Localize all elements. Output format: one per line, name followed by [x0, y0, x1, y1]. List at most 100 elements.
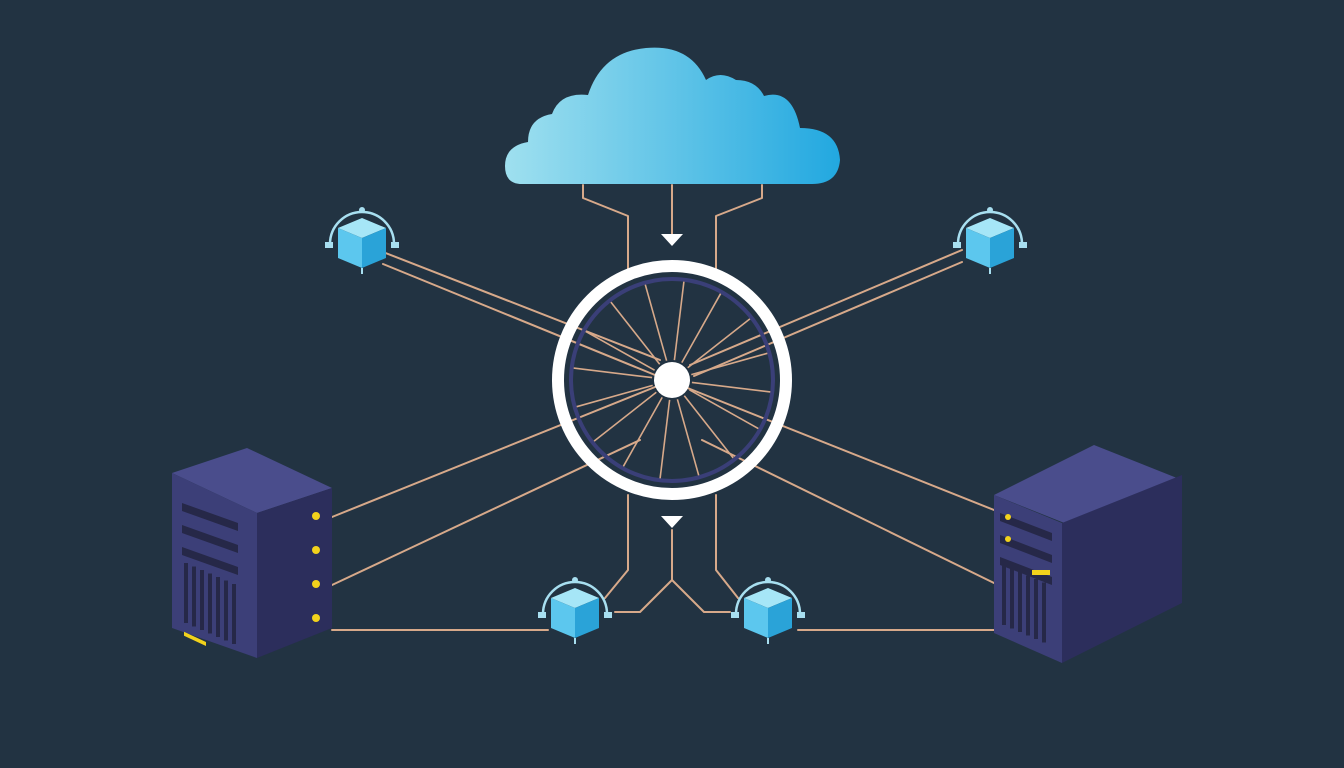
server-racks — [172, 445, 1182, 663]
hub-spoke — [691, 381, 771, 393]
direction-arrows — [661, 234, 683, 528]
server-led — [312, 614, 320, 622]
server-vent — [208, 573, 212, 634]
server-top — [172, 448, 332, 513]
server-indicator — [184, 631, 206, 647]
hub-spokes — [573, 281, 771, 479]
cube-right-face — [362, 228, 386, 268]
server-side — [1062, 475, 1182, 663]
hub-spoke — [681, 293, 722, 363]
hub-spoke — [676, 399, 700, 476]
edge-cube-top-left-hub-b — [382, 263, 656, 376]
server-led — [1005, 536, 1011, 542]
server-slot — [182, 503, 238, 531]
server-slot — [1000, 557, 1052, 585]
cube-halo-end-right — [1019, 242, 1027, 248]
wheel-hub-icon — [552, 260, 792, 500]
cube-node-icon — [538, 577, 612, 644]
cube-halo-end-left — [538, 612, 546, 618]
edge-hub-cube-bottom-right-b — [671, 579, 731, 613]
server-vent — [1034, 579, 1038, 639]
hub-ring-inner — [569, 277, 775, 483]
edge-hub-cube-bottom-left-b — [614, 529, 673, 613]
cube-left-face — [551, 598, 575, 638]
cube-halo-dot — [765, 577, 771, 583]
server-vent — [1042, 582, 1046, 643]
cube-right-face — [575, 598, 599, 638]
edge-cloud-hub-left — [582, 184, 629, 271]
server-vent — [192, 566, 196, 627]
cube-halo-end-left — [325, 242, 333, 248]
cube-left-face — [966, 228, 990, 268]
hub-spoke — [622, 397, 663, 467]
server-vent — [1026, 575, 1030, 636]
hub-spoke — [691, 352, 768, 376]
server-slot — [1000, 535, 1052, 563]
cube-node-icon — [953, 207, 1027, 274]
server-vent — [1002, 565, 1006, 625]
edge-hub-cube-bottom-right-a — [715, 494, 739, 599]
edge-cube-top-right-hub-a — [689, 249, 963, 366]
cube-halo-dot — [359, 207, 365, 213]
server-rack-icon — [994, 445, 1182, 663]
server-led — [312, 580, 320, 588]
cube-halo-end-right — [797, 612, 805, 618]
cube-left-face — [338, 228, 362, 268]
hub-spoke — [610, 301, 661, 365]
connection-wires — [331, 184, 995, 631]
cloud-shape — [505, 47, 840, 184]
server-vent — [200, 570, 204, 630]
server-vent — [184, 563, 188, 623]
hub-spoke — [573, 367, 653, 379]
hub-spoke — [687, 318, 751, 369]
cube-halo-dot — [987, 207, 993, 213]
cloud-icon — [505, 47, 840, 184]
arrow-down-icon — [661, 516, 683, 528]
cube-left-face — [744, 598, 768, 638]
server-vent — [224, 580, 228, 641]
edge-server-left-hub-a — [331, 382, 666, 518]
server-slot — [182, 547, 238, 575]
server-led — [312, 512, 320, 520]
server-vent — [232, 584, 236, 644]
cube-halo-end-left — [731, 612, 739, 618]
server-led — [312, 546, 320, 554]
server-indicator — [1032, 570, 1050, 575]
server-side — [257, 488, 332, 658]
cube-right-face — [768, 598, 792, 638]
hub-spoke — [659, 399, 671, 479]
server-rack-icon — [172, 448, 332, 658]
server-top — [994, 445, 1182, 530]
hub-center — [654, 362, 690, 398]
server-vent — [1018, 572, 1022, 632]
edge-server-right-hub-a — [679, 384, 995, 511]
server-vent — [216, 577, 220, 637]
server-vent — [1010, 568, 1014, 629]
cube-halo-end-right — [391, 242, 399, 248]
edge-cube-top-right-hub-b — [693, 261, 963, 377]
cube-right-face — [990, 228, 1014, 268]
hub-spoke — [683, 395, 734, 459]
hub-ring-outer — [552, 260, 792, 500]
arrow-down-icon — [661, 234, 683, 246]
edge-hub-cube-bottom-left-a — [604, 494, 629, 599]
hub-spoke — [689, 389, 759, 430]
server-led — [1005, 514, 1011, 520]
hub-spoke — [585, 330, 655, 371]
cube-halo-end-right — [604, 612, 612, 618]
edge-cloud-hub-right — [715, 184, 763, 271]
hub-spoke — [576, 384, 653, 408]
hub-spoke — [644, 284, 668, 361]
hub-spoke — [673, 281, 685, 361]
cube-node-icon — [731, 577, 805, 644]
server-slot — [1000, 513, 1052, 541]
cube-nodes — [325, 207, 1027, 644]
cube-halo-end-left — [953, 242, 961, 248]
cube-node-icon — [325, 207, 399, 274]
hub-spoke — [593, 391, 657, 442]
server-slot — [182, 525, 238, 553]
edge-cube-top-left-hub-a — [382, 251, 661, 361]
cube-halo-dot — [572, 577, 578, 583]
